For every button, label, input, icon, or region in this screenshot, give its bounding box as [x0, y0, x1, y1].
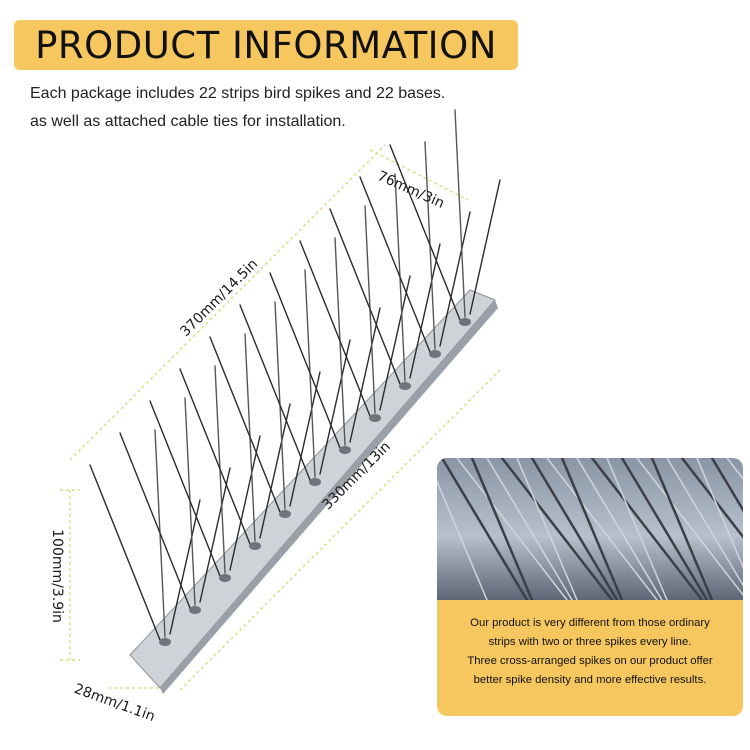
photo-spike — [500, 458, 614, 602]
spike — [229, 435, 261, 571]
spike — [389, 144, 461, 321]
photo-spike — [650, 458, 714, 602]
photo-spike — [437, 479, 488, 601]
dim-height: 100mm/3.9in — [48, 529, 65, 623]
intro-line-2: as well as attached cable ties for insta… — [30, 113, 346, 130]
spikes — [89, 109, 501, 641]
info-line-3: Three cross-arranged spikes on our produ… — [467, 655, 713, 667]
spike — [349, 307, 381, 443]
spike — [379, 275, 411, 411]
spike — [289, 371, 321, 507]
spike — [199, 467, 231, 603]
spike — [409, 243, 441, 379]
bolt — [189, 606, 201, 614]
spike — [329, 208, 401, 385]
bolt — [219, 574, 231, 582]
info-text: Our product is very different from those… — [447, 614, 733, 690]
spike — [259, 403, 291, 539]
photo-spike — [530, 458, 619, 602]
bolt — [309, 478, 321, 486]
info-box: Our product is very different from those… — [437, 600, 743, 716]
spike — [454, 109, 466, 318]
photo-spike — [590, 458, 704, 602]
spike — [169, 499, 201, 635]
spike — [439, 211, 471, 347]
spike — [299, 240, 371, 417]
spike — [209, 336, 281, 513]
photo-spike — [560, 458, 624, 602]
spike — [89, 464, 161, 641]
intro-line-1: Each package includes 22 strips bird spi… — [30, 85, 446, 102]
photo-spike — [696, 458, 743, 569]
bolt — [249, 542, 261, 550]
photo-spike — [546, 458, 658, 601]
spike-closeup-photo — [437, 458, 743, 602]
photo-spike — [636, 458, 743, 597]
photo-spike — [680, 458, 743, 539]
bolt — [399, 382, 411, 390]
mounting-bolts — [159, 318, 471, 646]
bolt — [159, 638, 171, 646]
bolt — [369, 414, 381, 422]
info-line-4: better spike density and more effective … — [473, 674, 707, 686]
dimension-lines — [60, 144, 501, 691]
bolt — [429, 350, 441, 358]
spike — [119, 432, 191, 609]
spike — [359, 176, 431, 353]
spike — [149, 400, 221, 577]
photo-spike — [620, 458, 709, 602]
bolt — [459, 318, 471, 326]
spike — [269, 272, 341, 449]
photo-spike — [606, 458, 668, 601]
spike — [469, 179, 501, 315]
bolt — [339, 446, 351, 454]
title-banner: PRODUCT INFORMATION — [14, 20, 518, 70]
photo-spike — [666, 458, 743, 587]
photo-spike — [440, 458, 529, 602]
photo-spike — [516, 458, 578, 601]
info-line-2: strips with two or three spikes every li… — [488, 636, 692, 648]
spike — [319, 339, 351, 475]
info-line-1: Our product is very different from those… — [470, 617, 710, 629]
page-title: PRODUCT INFORMATION — [35, 23, 497, 67]
spike — [239, 304, 311, 481]
intro-text: Each package includes 22 strips bird spi… — [30, 80, 550, 136]
photo-spike — [456, 458, 568, 601]
photo-spike — [470, 458, 534, 602]
photo-spike — [710, 458, 743, 513]
detail-card: Our product is very different from those… — [437, 458, 743, 716]
photo-spike — [486, 458, 573, 601]
spike — [179, 368, 251, 545]
photo-spike — [576, 458, 663, 601]
bolt — [279, 510, 291, 518]
